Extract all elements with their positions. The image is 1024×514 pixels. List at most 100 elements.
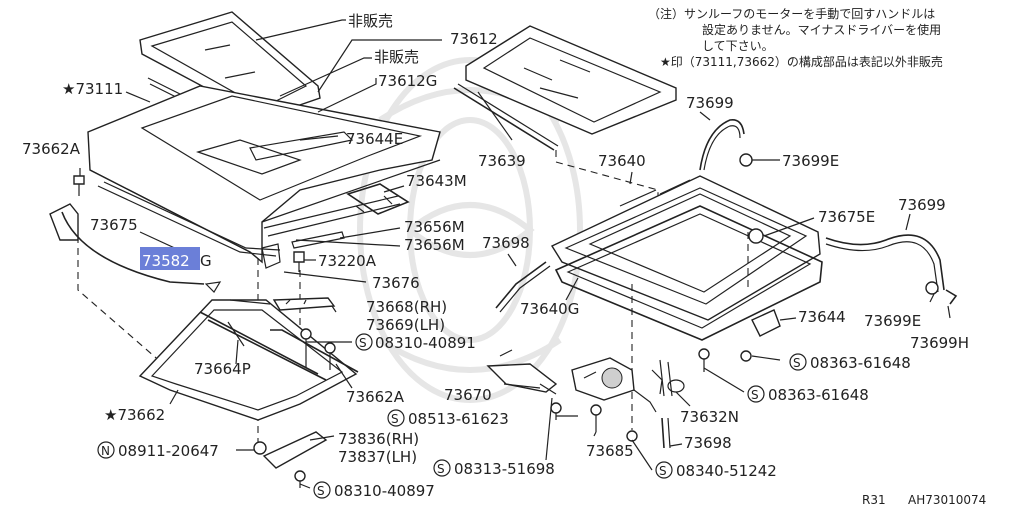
strip-73656m: [263, 195, 401, 249]
label-73111[interactable]: ★73111: [62, 80, 123, 98]
shade-73639: [465, 25, 677, 135]
label-73220a[interactable]: 73220A: [318, 252, 377, 270]
label-73612g[interactable]: 73612G: [378, 72, 437, 90]
weatherstrip-73675: [49, 181, 281, 293]
s-symbol: S: [793, 356, 801, 370]
s-symbol: S: [659, 464, 667, 478]
label-73662a-top[interactable]: 73662A: [22, 140, 81, 158]
bracket-73644e: [249, 131, 354, 161]
label-73699e-top[interactable]: 73699E: [782, 152, 839, 170]
screw-08513-61623: [550, 402, 562, 420]
bracket-73676: [261, 243, 281, 269]
footer: R31 AH73010074: [862, 493, 986, 507]
label-73640g[interactable]: 73640G: [520, 300, 579, 318]
note-line-3: して下さい。: [702, 39, 774, 53]
label-73698-bottom[interactable]: 73698: [684, 434, 732, 452]
s-symbol: S: [391, 412, 399, 426]
s-symbol: S: [359, 336, 367, 350]
hw-08310-40891[interactable]: S 08310-40891: [355, 333, 476, 352]
label-73837[interactable]: 73837(LH): [338, 448, 417, 466]
guide-dash-left: [77, 236, 171, 371]
hose-73698-mid: [495, 261, 551, 313]
label-73668[interactable]: 73668(RH): [366, 298, 447, 316]
label-73656m-1[interactable]: 73656M: [404, 218, 465, 236]
label-73582g-suffix: G: [200, 252, 212, 270]
label-73836[interactable]: 73836(RH): [338, 430, 419, 448]
label-08911-20647: 08911-20647: [118, 442, 219, 460]
hose-73698-bottom: [661, 417, 671, 449]
frame-73640g: [554, 205, 823, 341]
note-line-2: 設定ありません。マイナスドライバーを使用: [702, 22, 941, 37]
label-73699-right[interactable]: 73699: [898, 196, 946, 214]
label-73669[interactable]: 73669(LH): [366, 316, 445, 334]
hose-73699-right: [825, 234, 958, 305]
label-08313-51698: 08313-51698: [454, 460, 555, 478]
label-73656m-2[interactable]: 73656M: [404, 236, 465, 254]
label-73664p[interactable]: 73664P: [194, 360, 251, 378]
labels: 非販売 73612 非販売 73612G ★73111 73662A 73644…: [22, 12, 969, 466]
hw-08313-51698[interactable]: S 08313-51698: [433, 459, 555, 478]
clip-73220a: [293, 251, 305, 272]
label-73699h[interactable]: 73699H: [910, 334, 969, 352]
footer-page: R31: [862, 493, 886, 507]
watermark-emblem: [357, 57, 583, 403]
screw-73685: [590, 404, 602, 432]
footer-code: AH73010074: [908, 493, 986, 507]
screw-08363-61648-b: [698, 348, 710, 372]
label-73675[interactable]: 73675: [90, 216, 138, 234]
bolt-73662a-top: [73, 175, 85, 196]
note-line-4: ★印（73111,73662）の構成部品は表記以外非販売: [660, 54, 943, 69]
label-08513-61623: 08513-61623: [408, 410, 509, 428]
bracket-73643m: [346, 183, 410, 215]
label-73698-mid[interactable]: 73698: [482, 234, 530, 252]
hw-08513-61623[interactable]: S 08513-61623: [387, 409, 509, 428]
label-08340-51242: 08340-51242: [676, 462, 777, 480]
hw-08363-61648-a[interactable]: S 08363-61648: [789, 353, 911, 372]
s-symbol: S: [751, 388, 759, 402]
link-73670: [486, 349, 558, 395]
motor-assembly: [571, 357, 663, 413]
plate-73668: [272, 297, 336, 311]
label-73640[interactable]: 73640: [598, 152, 646, 170]
label-73676[interactable]: 73676: [372, 274, 420, 292]
bracket-73836: [262, 431, 328, 488]
label-73670[interactable]: 73670: [444, 386, 492, 404]
bracket-73644: [740, 309, 781, 362]
label-73612[interactable]: 73612: [450, 30, 498, 48]
grommet-73675e: [748, 228, 764, 244]
cable-73632n: [659, 359, 685, 397]
hw-08340-51242[interactable]: S 08340-51242: [655, 461, 777, 480]
label-not-for-sale-1: 非販売: [348, 12, 393, 30]
standard-hardware-labels: S 08310-40891 N 08911-20647 S 08310-4089…: [97, 333, 911, 500]
hw-08911-20647[interactable]: N 08911-20647: [97, 441, 219, 460]
hw-08363-61648-b[interactable]: S 08363-61648: [747, 385, 869, 404]
n-symbol: N: [101, 444, 110, 458]
label-73675e[interactable]: 73675E: [818, 208, 875, 226]
label-73662[interactable]: ★73662: [104, 406, 165, 424]
label-08310-40897: 08310-40897: [334, 482, 435, 500]
label-73643m[interactable]: 73643M: [406, 172, 467, 190]
notes-block: （注）サンルーフのモーターを手動で回すハンドルは 設定ありません。マイナスドライ…: [648, 6, 943, 69]
leader-lines: [79, 19, 951, 489]
label-73582g-box[interactable]: 73582: [142, 252, 190, 270]
label-73662a-bottom[interactable]: 73662A: [346, 388, 405, 406]
highlight-73582g[interactable]: [140, 247, 200, 270]
label-08363-61648-b: 08363-61648: [768, 386, 869, 404]
label-73699-top[interactable]: 73699: [686, 94, 734, 112]
label-73644e[interactable]: 73644E: [346, 130, 403, 148]
clip-08911-20647: [253, 441, 267, 455]
screw-08310-40891: [300, 328, 312, 368]
label-08310-40891: 08310-40891: [375, 334, 476, 352]
label-73685[interactable]: 73685: [586, 442, 634, 460]
rail-73639: [453, 83, 559, 151]
label-73632n[interactable]: 73632N: [680, 408, 739, 426]
label-73699e-right[interactable]: 73699E: [864, 312, 921, 330]
strap-73664p: [227, 299, 271, 347]
note-line-1: （注）サンルーフのモーターを手動で回すハンドルは: [648, 6, 935, 21]
label-73644[interactable]: 73644: [798, 308, 846, 326]
hw-08310-40897[interactable]: S 08310-40897: [313, 481, 435, 500]
label-73639[interactable]: 73639: [478, 152, 526, 170]
label-08363-61648-a: 08363-61648: [810, 354, 911, 372]
